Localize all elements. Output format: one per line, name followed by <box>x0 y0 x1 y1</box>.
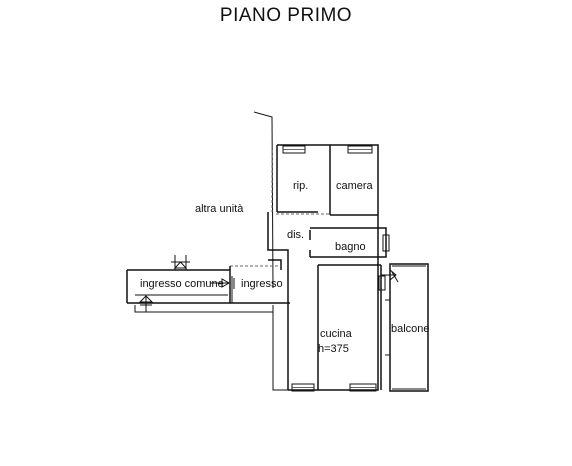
doors <box>138 255 399 312</box>
room-label-cucina-height: h=375 <box>318 343 349 355</box>
walls <box>126 111 429 392</box>
room-label-ingresso-comune: ingresso comune <box>140 278 224 290</box>
room-label-dis: dis. <box>287 229 304 241</box>
room-label-altra-unita: altra unità <box>195 203 244 215</box>
room-labels: rip. camera altra unità dis. bagno ingre… <box>140 180 430 355</box>
plan-title: PIANO PRIMO <box>219 5 353 26</box>
room-label-balcone: balcone <box>391 323 430 335</box>
room-label-rip: rip. <box>293 180 308 192</box>
windows <box>282 145 390 392</box>
room-label-camera: camera <box>336 180 374 192</box>
room-label-ingresso: ingresso <box>241 278 283 290</box>
room-label-bagno: bagno <box>335 241 366 253</box>
room-label-cucina: cucina <box>320 328 353 340</box>
